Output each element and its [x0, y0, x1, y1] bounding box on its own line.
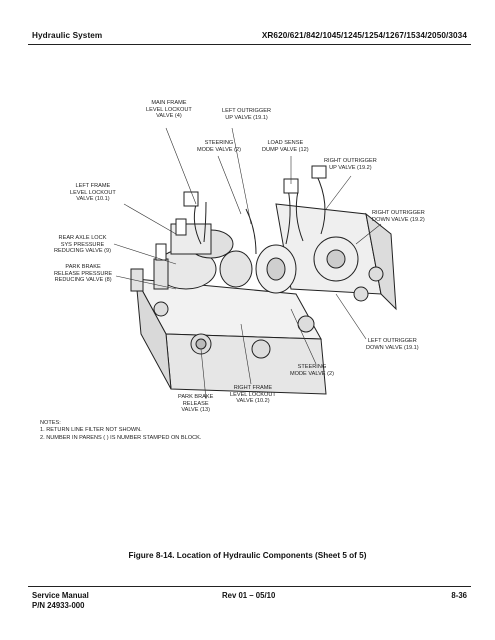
header-model-list: XR620/621/842/1045/1245/1254/1267/1534/2…: [261, 31, 467, 40]
callout-right-outrigger-up-valve: RIGHT OUTRIGGER UP VALVE (19.2): [324, 158, 377, 171]
footer-rule: [28, 586, 471, 587]
callout-main-frame-level-lockout-valve: MAIN FRAME LEVEL LOCKOUT VALVE (4): [146, 100, 192, 120]
callout-rear-axle-lock-reducing-valve: REAR AXLE LOCK SYS PRESSURE REDUCING VAL…: [54, 235, 111, 255]
callout-steering-mode-valve-bottom: STEERING MODE VALVE (2): [290, 364, 334, 377]
note-item: 1. RETURN LINE FILTER NOT SHOWN.: [40, 427, 142, 434]
figure-notes: NOTES: 1. RETURN LINE FILTER NOT SHOWN. …: [40, 420, 201, 442]
callout-right-frame-level-lockout-valve: RIGHT FRAME LEVEL LOCKOUT VALVE (10.2): [230, 385, 276, 405]
callout-left-outrigger-up-valve: LEFT OUTRIGGER UP VALVE (19.1): [222, 108, 272, 121]
callout-left-outrigger-down-valve: LEFT OUTRIGGER DOWN VALVE (19.1): [366, 338, 419, 351]
footer-page-number: 8-36: [451, 591, 467, 600]
callout-park-brake-release-valve: PARK BRAKE RELEASE VALVE (13): [178, 394, 214, 414]
footer-manual-title: Service Manual: [32, 591, 89, 600]
figure-caption: Figure 8-14. Location of Hydraulic Compo…: [128, 551, 367, 560]
footer-part-number: P/N 24933-000: [32, 601, 85, 610]
header-rule: [28, 44, 471, 45]
hydraulic-components-illustration: [113, 127, 397, 400]
footer-revision: Rev 01 – 05/10: [222, 591, 276, 600]
header-section-title: Hydraulic System: [32, 31, 103, 40]
callout-park-brake-release-pressure-reducing-valve: PARK BRAKE RELEASE PRESSURE REDUCING VAL…: [54, 264, 113, 284]
callout-steering-mode-valve-top: STEERING MODE VALVE (2): [197, 140, 241, 153]
callout-left-frame-level-lockout-valve: LEFT FRAME LEVEL LOCKOUT VALVE (10.1): [70, 183, 116, 203]
note-item: 2. NUMBER IN PARENS ( ) IS NUMBER STAMPE…: [40, 434, 202, 441]
callout-right-outrigger-down-valve: RIGHT OUTRIGGER DOWN VALVE (19.2): [372, 210, 425, 223]
notes-title: NOTES:: [40, 420, 61, 426]
callout-load-sense-dump-valve: LOAD SENSE DUMP VALVE (12): [262, 140, 309, 153]
